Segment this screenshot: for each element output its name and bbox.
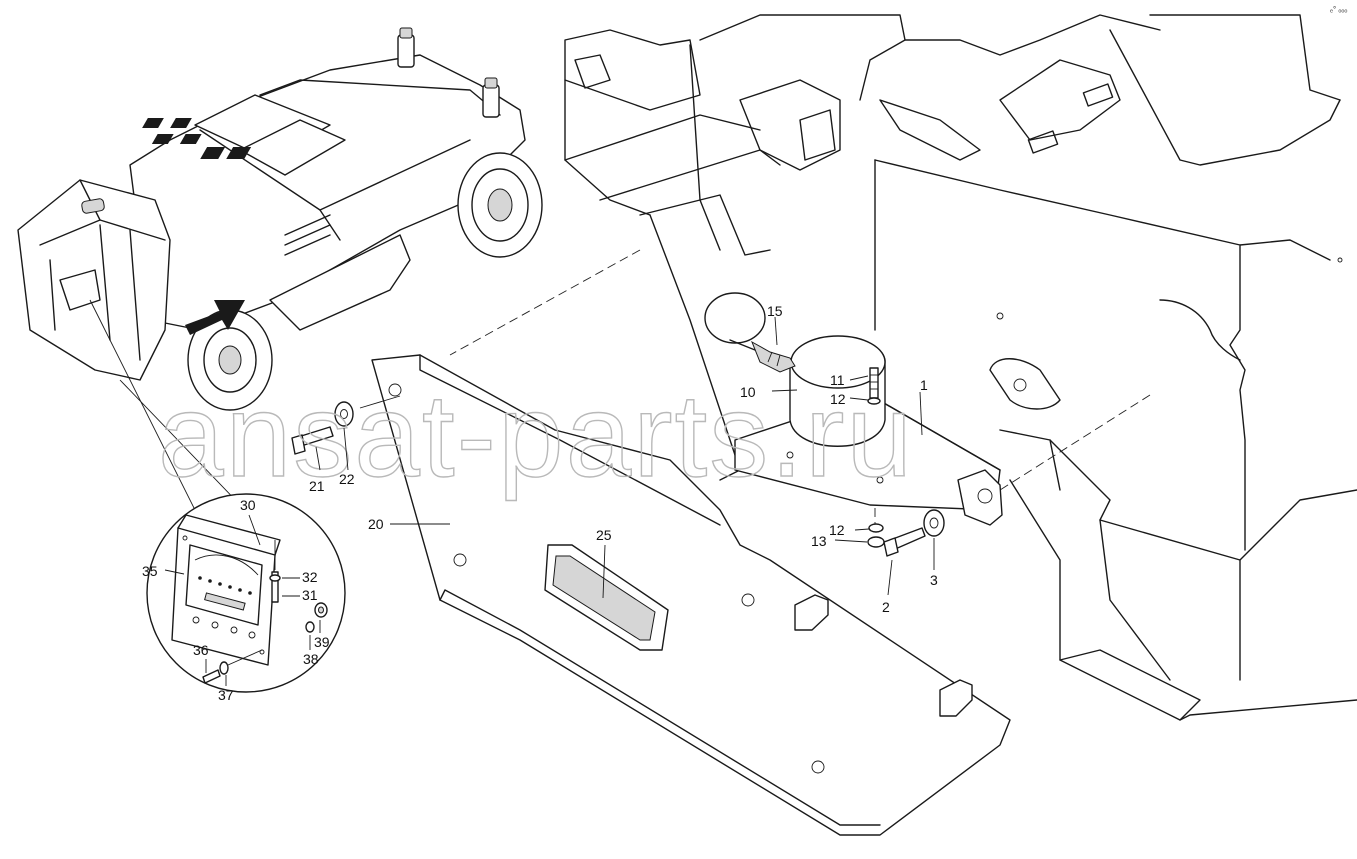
callout-12-bottom: 12	[829, 522, 845, 538]
leader-lines	[164, 316, 935, 686]
callout-21: 21	[309, 478, 325, 494]
watermark: ansat-parts.ru	[158, 370, 914, 502]
display-panel	[171, 527, 276, 666]
screw-31	[271, 571, 279, 603]
machine-overview	[17, 27, 543, 521]
connector-plug	[751, 340, 796, 373]
callout-15: 15	[767, 303, 783, 319]
callout-3: 3	[930, 572, 938, 588]
bottom-cover-plate	[371, 354, 1011, 836]
washer-3	[923, 509, 945, 537]
washer-32	[269, 574, 281, 582]
callout-20: 20	[368, 516, 384, 532]
washer-37	[219, 661, 229, 675]
callout-35: 35	[142, 563, 158, 579]
screw-36	[202, 669, 221, 684]
callout-13: 13	[811, 533, 827, 549]
corner-mark: ₑ° ₒₒₒ	[1330, 5, 1347, 14]
callout-30: 30	[240, 497, 256, 513]
callout-2: 2	[882, 599, 890, 615]
fasteners	[291, 401, 945, 557]
callout-25: 25	[596, 527, 612, 543]
round-cap	[704, 292, 766, 344]
machine-frame	[564, 14, 1357, 721]
callout-labels: 1 2 3 10 11 12 12 13 15 20 21 22 25 30 3…	[142, 303, 938, 703]
washer-22	[334, 401, 354, 427]
callout-12-top: 12	[830, 391, 846, 407]
washer-38	[305, 621, 315, 633]
sensor-bracket-assembly	[704, 292, 1003, 526]
washer-12	[868, 523, 884, 533]
callout-11: 11	[830, 372, 845, 388]
callout-1: 1	[920, 377, 928, 393]
callout-32: 32	[302, 569, 318, 585]
detail-zoom-circle	[146, 493, 346, 693]
callout-10: 10	[740, 384, 756, 400]
callout-36: 36	[193, 642, 209, 658]
nut-13	[867, 536, 885, 548]
callout-22: 22	[339, 471, 355, 487]
callout-31: 31	[302, 587, 318, 603]
callout-38: 38	[303, 651, 319, 667]
callout-37: 37	[218, 687, 234, 703]
callout-39: 39	[314, 634, 330, 650]
location-arrow	[185, 300, 245, 335]
